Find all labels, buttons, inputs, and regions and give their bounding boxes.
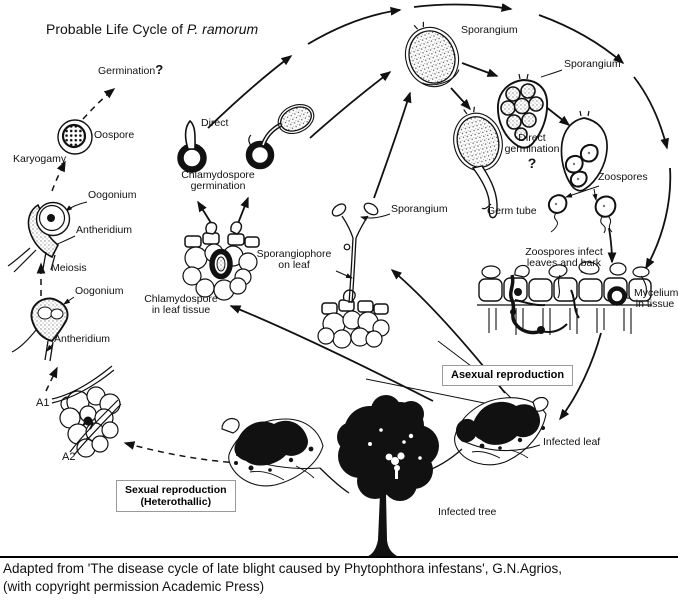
source-caption: Adapted from 'The disease cycle of late … — [3, 560, 675, 596]
title-prefix: Probable Life Cycle of — [46, 21, 187, 37]
label-sporangiophore-on-leaf: Sporangiophore on leaf — [256, 248, 332, 271]
infected-leaf-right-drawing — [421, 396, 549, 474]
zoospore-release-drawing — [560, 110, 608, 192]
label-infected-tree: Infected tree — [438, 506, 497, 518]
asexual-cycle-arrows — [197, 3, 672, 421]
label-direct-germination: Direct germination — [504, 132, 560, 155]
label-oospore: Oospore — [94, 129, 135, 141]
direct-germination-question-mark: ? — [527, 155, 537, 171]
oogonium-antheridium-lower-drawing — [11, 297, 69, 362]
label-oogonium-upper: Oogonium — [88, 189, 137, 201]
chlamydospore-in-leaf-drawing — [182, 221, 260, 301]
label-karyogamy: Karyogamy — [13, 153, 67, 165]
title-species: P. ramorum — [186, 21, 259, 37]
sexual-reproduction-box: Sexual reproduction (Heterothallic) — [116, 480, 236, 512]
diagram-title: Probable Life Cycle of P. ramorum — [46, 21, 258, 37]
caption-divider — [0, 556, 678, 558]
diagram-canvas — [7, 3, 672, 557]
chlamydospore-direct-drawing — [177, 119, 207, 173]
label-antheridium-upper: Antheridium — [76, 224, 133, 236]
germ-tube-sporangium-drawing — [453, 106, 503, 219]
label-direct: Direct — [201, 117, 229, 129]
infected-tree-drawing — [337, 395, 439, 557]
label-infected-leaf: Infected leaf — [543, 436, 601, 448]
label-a2: A2 — [62, 451, 76, 463]
label-a1: A1 — [36, 397, 50, 409]
bark-infection-drawing — [477, 261, 652, 335]
label-chlamydospore-in-leaf: Chlamydospore in leaf tissue — [144, 293, 218, 316]
zoospores-drawing — [547, 194, 617, 234]
caption-line-1: Adapted from 'The disease cycle of late … — [3, 561, 562, 576]
oospore-drawing — [57, 119, 93, 155]
caption-line-2: (with copyright permission Academic Pres… — [3, 579, 265, 594]
chlamydospore-sporangium-drawing — [245, 104, 315, 170]
label-sporangium-cleaving: Sporangium — [564, 58, 621, 70]
oogonium-antheridium-upper-drawing — [7, 201, 71, 273]
mating-cluster-drawing — [51, 365, 122, 458]
label-sporangium-top: Sporangium — [461, 24, 518, 36]
label-sporangium-mid: Sporangium — [391, 203, 448, 215]
label-zoospores-infect: Zoospores infect leaves and bark — [525, 246, 603, 269]
label-mycelium-in-tissue: Mycelium in tissue — [634, 287, 678, 310]
label-zoospores: Zoospores — [598, 171, 648, 183]
asexual-reproduction-box: Asexual reproduction — [442, 365, 574, 386]
label-germination: Germination? — [98, 62, 164, 77]
label-chlamydospore-germination: Chlamydospore germination — [181, 169, 255, 192]
germination-question-mark: ? — [155, 62, 164, 77]
leader-lines — [46, 69, 637, 405]
label-meiosis: Meiosis — [51, 262, 87, 274]
sporangium-cleaving-drawing — [497, 73, 549, 149]
label-antheridium-lower: Antheridium — [54, 333, 111, 345]
label-germ-tube: Germ tube — [487, 205, 537, 217]
label-oogonium-lower: Oogonium — [75, 285, 124, 297]
sporangiophore-on-leaf-drawing — [317, 202, 390, 349]
sexual-cycle-arrows — [36, 88, 241, 464]
infected-leaf-left-drawing — [221, 417, 350, 494]
sporangium-top-drawing — [404, 21, 460, 88]
